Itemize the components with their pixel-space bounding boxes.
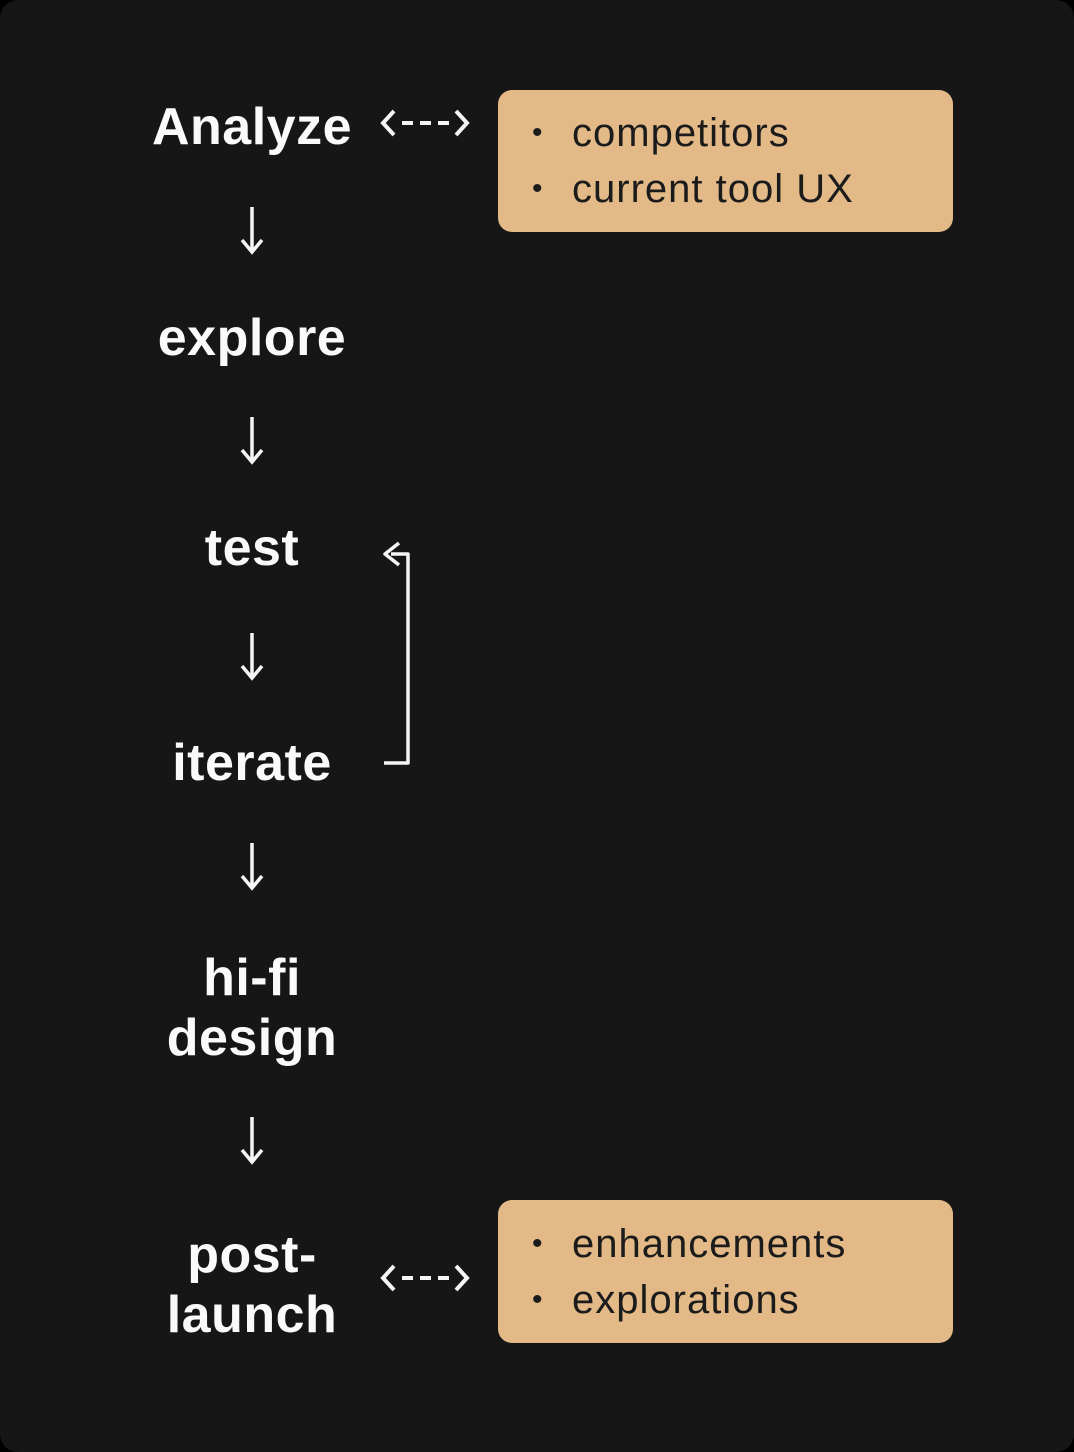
down-arrow-icon bbox=[239, 1115, 265, 1165]
bullet-icon: • bbox=[532, 1282, 544, 1316]
step-post-launch: post- launch bbox=[92, 1225, 412, 1345]
note-item-label: enhancements bbox=[572, 1221, 847, 1266]
note-item-label: current tool UX bbox=[572, 167, 854, 211]
step-iterate: iterate bbox=[172, 734, 332, 792]
step-hifi-line2: design bbox=[166, 1009, 338, 1067]
note-item: • current tool UX bbox=[532, 161, 953, 217]
down-arrow-icon bbox=[239, 415, 265, 465]
loop-arrow-icon bbox=[372, 534, 420, 772]
note-item-label: explorations bbox=[572, 1277, 800, 1322]
dashed-link-icon bbox=[378, 1261, 472, 1295]
step-hifi-design: hi-fi design bbox=[92, 948, 412, 1068]
step-explore: explore bbox=[157, 309, 347, 367]
down-arrow-icon bbox=[239, 631, 265, 681]
step-test: test bbox=[204, 519, 300, 577]
note-item-label: competitors bbox=[572, 111, 790, 155]
dashed-link-icon bbox=[378, 106, 472, 140]
note-item: • competitors bbox=[532, 105, 953, 161]
bullet-icon: • bbox=[532, 1226, 544, 1260]
step-analyze: Analyze bbox=[151, 98, 353, 156]
note-item: • explorations bbox=[532, 1272, 953, 1328]
step-post-launch-line2: launch bbox=[166, 1286, 338, 1344]
down-arrow-icon bbox=[239, 205, 265, 255]
bullet-icon: • bbox=[532, 116, 544, 149]
bullet-icon: • bbox=[532, 172, 544, 205]
down-arrow-icon bbox=[239, 841, 265, 891]
step-post-launch-line1: post- bbox=[187, 1226, 317, 1284]
step-hifi-line1: hi-fi bbox=[203, 949, 301, 1007]
note-box-post-launch: • enhancements • explorations bbox=[498, 1200, 953, 1343]
note-box-analyze: • competitors • current tool UX bbox=[498, 90, 953, 232]
note-item: • enhancements bbox=[532, 1216, 953, 1272]
